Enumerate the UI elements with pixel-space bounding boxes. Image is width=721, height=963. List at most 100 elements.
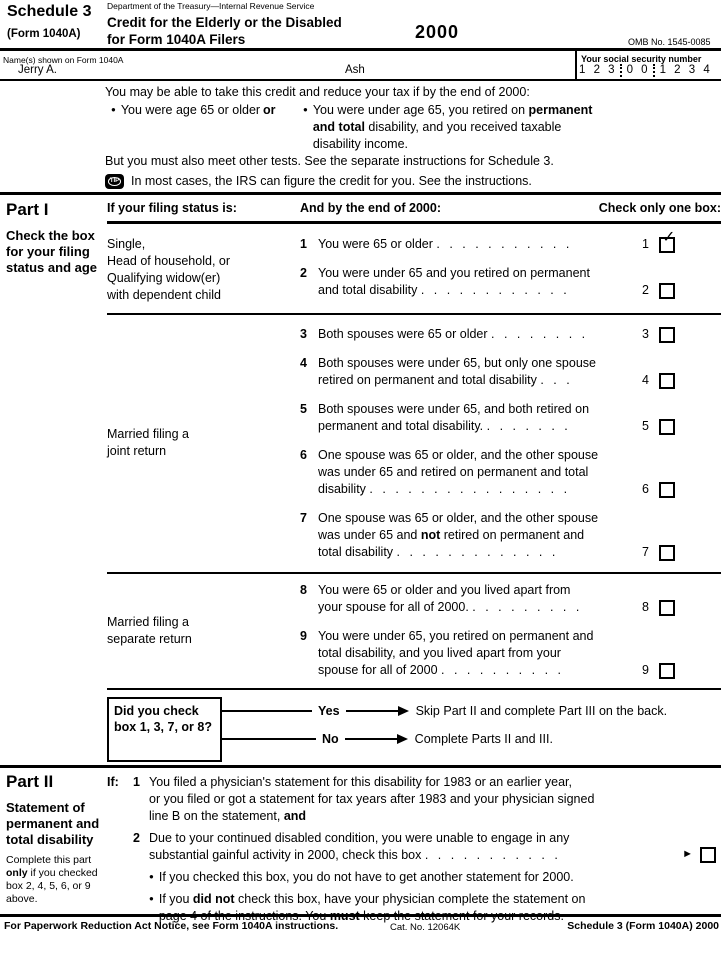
paperwork-notice: For Paperwork Reduction Act Notice, see … [4, 920, 339, 932]
part1-column-headers: If your filing status is: And by the end… [107, 200, 721, 217]
checkbox-line-7[interactable] [659, 544, 675, 561]
bullet-icon: ● [303, 105, 308, 114]
line-6-row: 6 One spouse was 65 or older, and the ot… [300, 447, 721, 498]
last-name-value: Ash [345, 64, 365, 76]
tax-year: 2000 [415, 22, 460, 42]
ssn-group-2: 0 0 [626, 64, 648, 76]
filing-group-married-joint: Married filing a joint return 3 Both spo… [107, 315, 721, 574]
section-divider [0, 765, 721, 768]
ssn-separator [619, 64, 622, 77]
part2-sidebar: Part II Statement of permanent and total… [6, 772, 105, 906]
no-label: No [322, 731, 339, 746]
bullet-icon: ● [149, 872, 154, 881]
part2-bullet-1: ● If you checked this box, you do not ha… [149, 870, 574, 884]
no-line [344, 738, 397, 740]
filing-status-married-joint: Married filing a joint return [107, 427, 189, 458]
part2-sidebar-note: Complete this part only if you checked b… [6, 854, 98, 905]
schedule-title: Schedule 3 [7, 3, 92, 20]
checkbox-line-9[interactable] [659, 662, 675, 679]
ssn-group-1: 1 2 3 [579, 64, 615, 76]
line-1-row: 1 You were 65 or older . . . . . . . . .… [300, 228, 676, 253]
filing-status-single: Single, Head of household, or Qualifying… [107, 236, 231, 302]
tip-row: TIP In most cases, the IRS can figure th… [105, 173, 719, 190]
yes-branch: Yes Skip Part II and complete Part III o… [220, 703, 667, 720]
checkbox-line-6[interactable] [659, 481, 675, 498]
footer-form-id: Schedule 3 (Form 1040A) 2000 [567, 920, 719, 932]
line-7-row: 7 One spouse was 65 or older, and the ot… [300, 510, 721, 561]
col-header-filing-status: If your filing status is: [107, 201, 237, 215]
part2-bullet-2: ● If you did not check this box, have yo… [149, 891, 719, 925]
part1-sidebar-text: Check the box for your filing status and… [6, 228, 98, 275]
line-2-row: 2 You were under 65 and you retired on p… [300, 265, 721, 299]
checkbox-line-5[interactable] [659, 418, 675, 435]
filing-group-single: Single, Head of household, or Qualifying… [107, 224, 721, 315]
checkbox-line-4[interactable] [659, 372, 675, 389]
if-label: If: [107, 775, 119, 789]
decision-flow: Did you check box 1, 3, 7, or 8? Yes Ski… [107, 690, 721, 770]
checkmark-icon: ✓ [662, 228, 676, 246]
section-divider [0, 192, 721, 195]
checkbox-line-2[interactable] [659, 282, 675, 299]
part2-main: If: 1 You filed a physician's statement … [107, 774, 719, 925]
arrowhead-icon [396, 734, 408, 744]
or-label: or [263, 103, 276, 117]
checkbox-part2[interactable] [700, 846, 716, 863]
no-instruction: Complete Parts II and III. [414, 731, 553, 746]
column-header-divider [107, 221, 721, 224]
no-branch: No Complete Parts II and III. [220, 731, 553, 748]
yes-label: Yes [318, 703, 340, 718]
part2-checkbox-group: ► [682, 846, 716, 863]
first-name-value: Jerry A. [18, 64, 57, 76]
form-identifier: Schedule 3 (Form 1040A) [7, 3, 91, 41]
yes-line [345, 710, 398, 712]
ssn-group-3: 1 2 3 4 [659, 64, 710, 76]
form-title: Credit for the Elderly or the Disabled f… [107, 14, 342, 48]
catalog-number: Cat. No. 12064K [390, 922, 461, 933]
checkbox-line-3[interactable] [659, 326, 675, 343]
col-header-check-one-box: Check only one box: [598, 201, 721, 215]
line-3-row: 3 Both spouses were 65 or older . . . . … [300, 326, 721, 343]
footer-divider [0, 914, 721, 917]
tip-text: In most cases, the IRS can figure the cr… [131, 174, 532, 188]
no-line [220, 738, 316, 740]
decision-question-box: Did you check box 1, 3, 7, or 8? [107, 696, 222, 762]
line-5-row: 5 Both spouses were under 65, and both r… [300, 401, 721, 435]
form-title-line1: Credit for the Elderly or the Disabled [107, 15, 342, 30]
part1-main: If your filing status is: And by the end… [107, 200, 721, 770]
form-title-line2: for Form 1040A Filers [107, 32, 246, 47]
part2-item-2: 2 Due to your continued disabled conditi… [133, 830, 719, 864]
intro-bullet-right: ● You were under age 65, you retired on … [303, 102, 719, 153]
intro-line1: You may be able to take this credit and … [105, 85, 530, 99]
line-4-row: 4 Both spouses were under 65, but only o… [300, 355, 721, 389]
part2-item-1: 1 You filed a physician's statement for … [133, 775, 595, 823]
filing-group-married-separate: Married filing a separate return 8 You w… [107, 574, 721, 690]
name-field-label: Name(s) shown on Form 1040A [3, 55, 124, 65]
intro-bullets: ● You were age 65 or older or ● You were… [105, 102, 719, 153]
arrowhead-icon [397, 706, 409, 716]
name-ssn-box: Name(s) shown on Form 1040A Jerry A. Ash… [0, 51, 721, 81]
col-header-end-of-2000: And by the end of 2000: [300, 201, 441, 215]
department-line: Department of the Treasury—Internal Reve… [107, 1, 315, 11]
intro-line2: But you must also meet other tests. See … [105, 154, 554, 168]
name-ssn-divider [575, 51, 577, 79]
part1-label: Part I [6, 200, 49, 219]
intro-bullet-left-text: You were age 65 or older [120, 103, 261, 117]
ssn-value: 1 2 3 0 0 1 2 3 4 [579, 62, 710, 79]
checkbox-line-8[interactable] [659, 599, 675, 616]
omb-number: OMB No. 1545-0085 [628, 37, 711, 47]
intro-section: You may be able to take this credit and … [105, 84, 719, 190]
tip-icon: TIP [105, 174, 124, 189]
line-8-row: 8 You were 65 or older and you lived apa… [300, 582, 721, 616]
part2-label: Part II [6, 772, 54, 791]
ssn-field-label: Your social security number [581, 54, 702, 64]
header-divider [0, 48, 721, 51]
part1-sidebar: Part I Check the box for your filing sta… [6, 200, 103, 276]
checkbox-line-1[interactable]: ✓ [659, 229, 675, 253]
bullet-icon: ● [149, 894, 154, 903]
yes-line [220, 710, 312, 712]
filing-status-married-separate: Married filing a separate return [107, 614, 192, 646]
arrowhead-icon: ► [682, 848, 693, 860]
form-number: (Form 1040A) [7, 28, 81, 40]
bullet-icon: ● [111, 105, 116, 114]
